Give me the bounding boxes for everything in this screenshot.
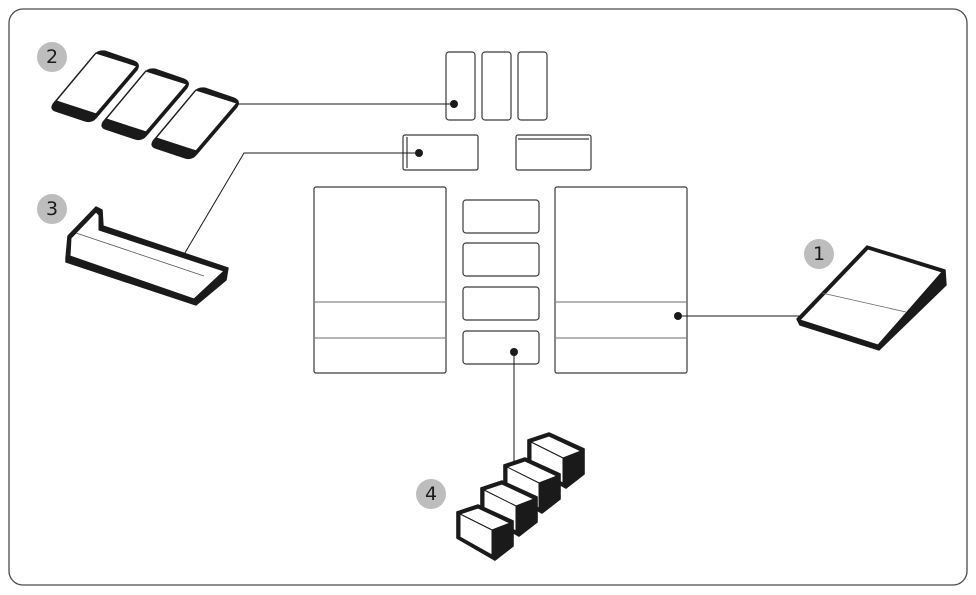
flat-pad-2 xyxy=(101,68,189,141)
leader-dot-2 xyxy=(450,100,458,108)
callout-number-3: 3 xyxy=(45,198,59,220)
slot-center-1 xyxy=(462,199,540,234)
leader-dot-3 xyxy=(415,149,423,157)
callout-badge-3-circle xyxy=(37,194,67,224)
callout-number-1: 1 xyxy=(812,243,826,265)
slot-top-2 xyxy=(481,51,512,121)
case-interior-layout xyxy=(313,51,688,374)
flat-pad-1 xyxy=(51,50,139,123)
callout-badge-2-circle xyxy=(37,42,67,72)
foam-block-4 xyxy=(456,504,514,561)
leader-line-3 xyxy=(175,152,419,269)
callout-number-4: 4 xyxy=(424,483,438,505)
compartment-left xyxy=(313,186,447,374)
wedge-pad-icon xyxy=(796,245,947,351)
flat-pad-3 xyxy=(151,87,239,160)
slot-top-1 xyxy=(445,51,476,121)
flat-pads-icon xyxy=(51,50,239,160)
leader-lines xyxy=(175,103,822,463)
slot-center-3 xyxy=(462,286,540,321)
leader-dots xyxy=(415,100,682,356)
callout-badges xyxy=(37,42,834,509)
compartment-right xyxy=(554,186,688,374)
leader-dot-4 xyxy=(510,348,518,356)
callout-number-2: 2 xyxy=(45,46,59,68)
slot-center-2 xyxy=(462,242,540,277)
slot-top-3 xyxy=(517,51,548,121)
l-bracket-pad-icon xyxy=(65,206,229,306)
callout-badge-4-circle xyxy=(416,479,446,509)
slot-wide-right xyxy=(515,134,592,171)
leader-dot-1 xyxy=(674,312,682,320)
foam-block-icon xyxy=(456,432,585,561)
slot-center-4 xyxy=(462,330,540,365)
callout-badge-1-circle xyxy=(804,239,834,269)
